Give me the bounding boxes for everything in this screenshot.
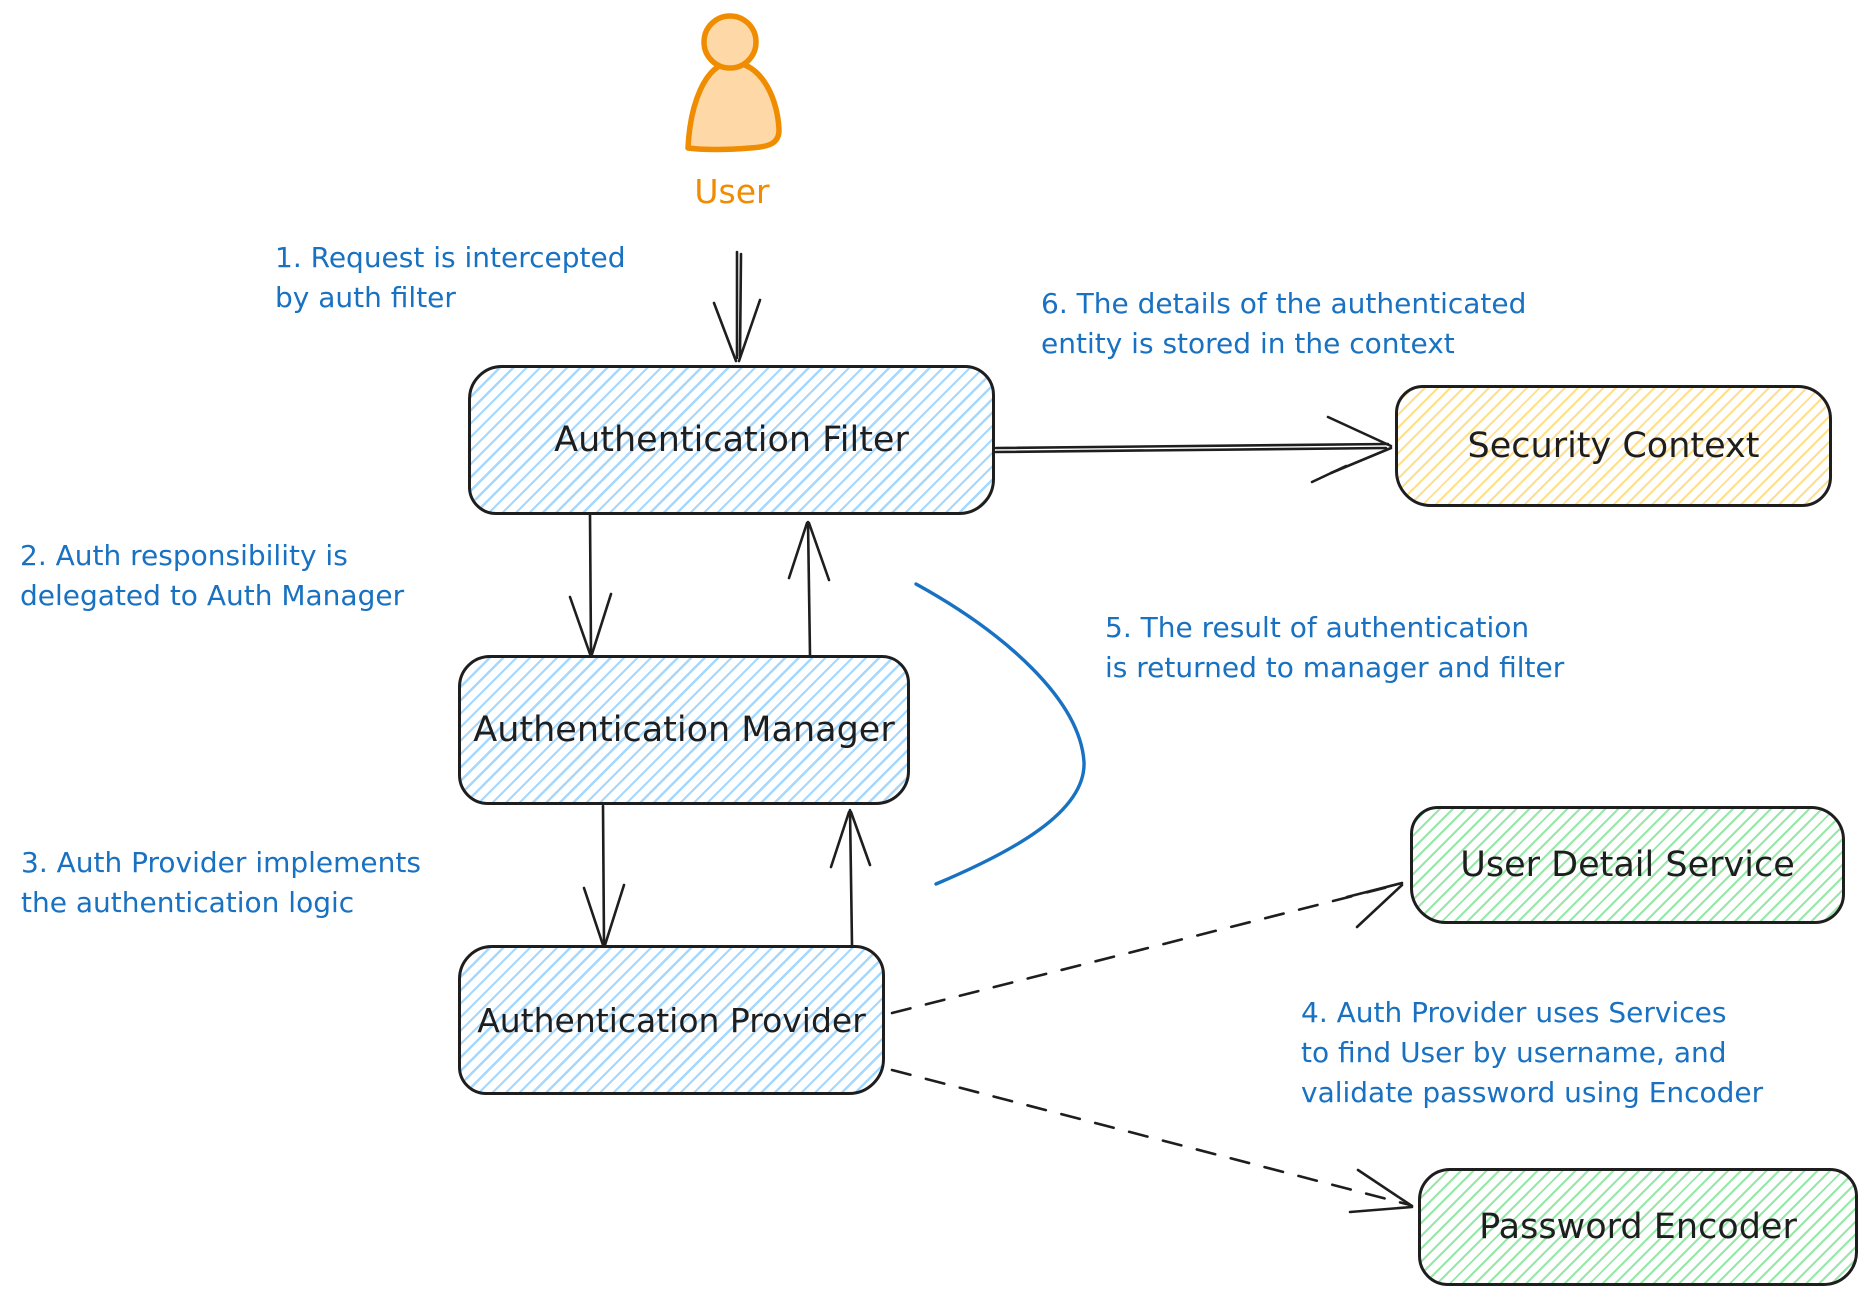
arrow-filter-to-security-context <box>994 415 1393 484</box>
arrow-provider-to-user-detail-service <box>890 881 1404 1015</box>
annotation-2: 2. Auth responsibility is delegated to A… <box>20 536 404 616</box>
arrow-provider-to-password-encoder <box>890 1068 1414 1214</box>
arrow-filter-to-manager <box>568 513 613 656</box>
annotation-2-line1: 2. Auth responsibility is <box>20 539 348 572</box>
annotation-6-line2: entity is stored in the context <box>1041 327 1455 360</box>
annotation-4-line3: validate password using Encoder <box>1301 1076 1764 1109</box>
annotation-1-line2: by auth filter <box>275 281 456 314</box>
annotation-2-line2: delegated to Auth Manager <box>20 579 405 612</box>
node-user-detail-service: User Detail Service <box>1410 806 1845 924</box>
annotation-4: 4. Auth Provider uses Services to find U… <box>1301 993 1763 1113</box>
annotation-5-line1: 5. The result of authentication <box>1105 611 1530 644</box>
annotation-5-line2: is returned to manager and filter <box>1105 651 1565 684</box>
node-user-detail-service-label: User Detail Service <box>1460 845 1795 885</box>
arrow-provider-to-manager <box>829 808 872 947</box>
annotation-6: 6. The details of the authenticated enti… <box>1041 284 1526 364</box>
node-authentication-manager-label: Authentication Manager <box>473 710 895 750</box>
arrow-user-to-filter <box>712 250 762 363</box>
annotation5-pointer-curve <box>914 582 1086 886</box>
node-authentication-manager: Authentication Manager <box>458 655 910 805</box>
annotation-4-line2: to find User by username, and <box>1301 1036 1727 1069</box>
annotation-1: 1. Request is intercepted by auth filter <box>275 238 626 318</box>
annotation-4-line1: 4. Auth Provider uses Services <box>1301 996 1727 1029</box>
node-password-encoder: Password Encoder <box>1418 1168 1858 1286</box>
node-authentication-filter: Authentication Filter <box>468 365 995 515</box>
arrow-manager-to-provider <box>582 804 626 947</box>
annotation-3-line1: 3. Auth Provider implements <box>21 846 421 879</box>
user-icon <box>685 13 782 153</box>
node-security-context: Security Context <box>1395 385 1832 507</box>
annotation-1-line1: 1. Request is intercepted <box>275 241 626 274</box>
annotation-6-line1: 6. The details of the authenticated <box>1041 287 1527 320</box>
node-authentication-filter-label: Authentication Filter <box>554 420 909 460</box>
node-password-encoder-label: Password Encoder <box>1479 1207 1797 1247</box>
node-authentication-provider-label: Authentication Provider <box>477 1000 866 1040</box>
annotation-3-line2: the authentication logic <box>21 886 355 919</box>
user-label: User <box>694 172 770 211</box>
arrow-manager-to-filter <box>787 520 831 657</box>
node-security-context-label: Security Context <box>1467 426 1760 466</box>
node-authentication-provider: Authentication Provider <box>458 945 885 1095</box>
annotation-5: 5. The result of authentication is retur… <box>1105 608 1564 688</box>
annotation-3: 3. Auth Provider implements the authenti… <box>21 843 421 923</box>
